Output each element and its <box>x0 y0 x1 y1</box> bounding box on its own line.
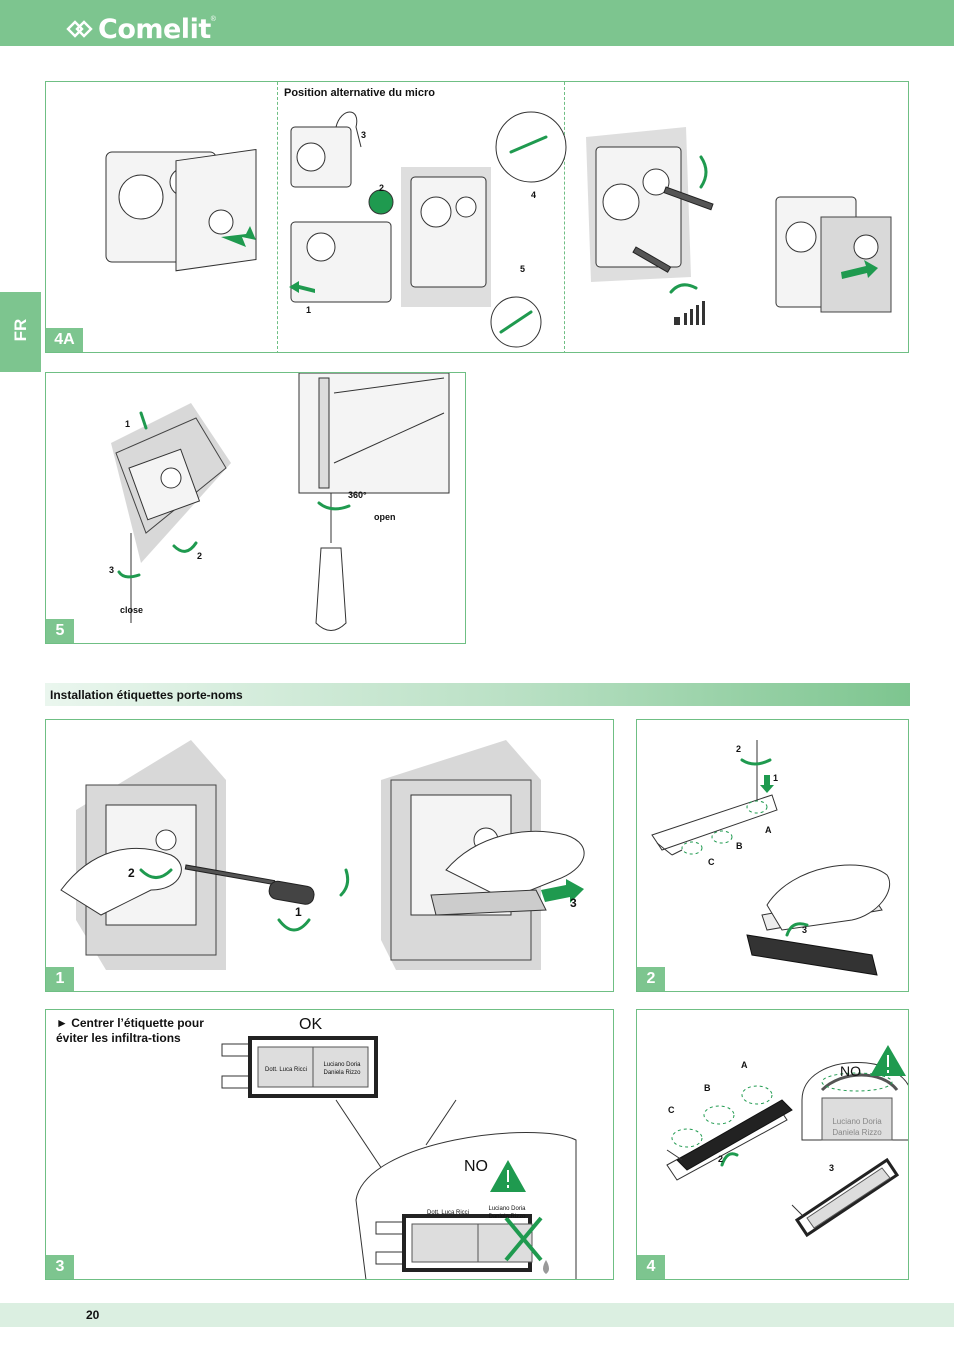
panel-4a: Position alternative du micro 3 2 4 5 1 <box>45 81 909 353</box>
insertion-point-b: B <box>704 1083 711 1093</box>
panel-1: 2 1 3 1 <box>45 719 614 992</box>
registered-mark: ® <box>210 16 216 23</box>
open-label: open <box>374 512 396 522</box>
tilt-step-2: 2 <box>197 551 203 561</box>
frame-tilt-illustration <box>111 403 231 623</box>
label-slide-right-illustration <box>381 740 585 970</box>
language-code: FR <box>11 318 30 342</box>
page-header: Comelit ® <box>0 0 954 46</box>
panel-5-badge: 5 <box>46 619 74 643</box>
micro-step-2: 2 <box>379 183 385 193</box>
close-label: close <box>120 605 144 615</box>
no-label-right-name-1: Luciano Doria <box>488 1206 526 1212</box>
section-title-bar: Installation étiquettes porte-noms <box>45 683 910 706</box>
insertion-step-2: 2 <box>718 1154 724 1164</box>
incorrect-label-zoom-illustration <box>335 1099 577 1279</box>
center-label-instruction: ► Centrer l’étiquette pour éviter les in… <box>56 1016 204 1045</box>
screwdriver-lock-illustration <box>298 373 450 631</box>
page-footer: 20 <box>0 1303 954 1327</box>
divider-2 <box>564 82 565 352</box>
ok-label-right-name-1: Luciano Doria <box>323 1062 361 1068</box>
panel-4: A B C 2 NO Luciano Doria Daniela Rizzo 3… <box>636 1009 909 1280</box>
zoom-name-2: Daniela Rizzo <box>832 1128 882 1137</box>
label-removal-left-illustration <box>60 740 350 970</box>
panel-3: ► Centrer l’étiquette pour éviter les in… <box>45 1009 614 1280</box>
panel-2: 2 1 A B C 3 2 <box>636 719 909 992</box>
brand-name: Comelit <box>98 13 211 45</box>
insertion-no-label: NO <box>840 1063 861 1079</box>
holder-point-b: B <box>736 841 743 851</box>
panel-1-badge: 1 <box>46 967 74 991</box>
section-title: Installation étiquettes porte-noms <box>50 688 243 702</box>
insertion-step-3: 3 <box>829 1163 835 1173</box>
tilt-step-1: 1 <box>125 419 131 429</box>
micro-step-1: 1 <box>306 305 312 315</box>
holder-point-c: C <box>708 857 715 867</box>
holder-step-2: 2 <box>736 744 742 754</box>
removal-step-3: 3 <box>570 896 577 910</box>
ok-label-left-name: Dott. Luca Ricci <box>264 1067 307 1073</box>
holder-step-3: 3 <box>802 925 808 935</box>
panel-4a-title: Position alternative du micro <box>284 87 435 99</box>
ok-label-right-name-2: Daniela Rizzo <box>323 1070 361 1076</box>
micro-step-5: 5 <box>520 264 526 274</box>
logo-mark-icon <box>66 20 93 38</box>
no-label-right-name-2: Daniela Rizzo <box>488 1214 526 1220</box>
removal-step-2: 2 <box>128 866 135 880</box>
device-cover-removal-illustration <box>105 148 257 272</box>
correct-label-illustration <box>221 1036 378 1098</box>
micro-position-illustration <box>289 111 567 348</box>
panel-3-badge: 3 <box>46 1255 74 1279</box>
zoom-name-1: Luciano Doria <box>832 1117 882 1126</box>
holder-point-a: A <box>765 825 772 835</box>
holder-step-1: 1 <box>773 773 779 783</box>
removal-step-1: 1 <box>295 905 302 919</box>
panel-4a-badge: 4A <box>46 328 83 352</box>
angle-label: 360° <box>348 490 367 500</box>
label-insertion-illustration <box>666 1085 793 1181</box>
comelit-logo: Comelit ® <box>66 13 216 45</box>
micro-step-4: 4 <box>531 190 537 200</box>
page-number: 20 <box>86 1308 100 1322</box>
insertion-point-c: C <box>668 1105 675 1115</box>
no-label: NO <box>464 1158 488 1175</box>
panel-4-badge: 4 <box>637 1255 665 1279</box>
panel-2-badge: 2 <box>637 967 665 991</box>
label-holder-screw-illustration <box>651 740 890 976</box>
tilt-step-3: 3 <box>109 565 115 575</box>
panel-5: 1 2 3 close 360° open 5 <box>45 372 466 644</box>
language-tab: FR <box>0 292 41 372</box>
incorrect-insertion-zoom-illustration <box>801 1045 908 1141</box>
volume-adjust-illustration <box>586 127 892 325</box>
micro-step-3: 3 <box>361 130 367 140</box>
no-label-left-name: Dott. Luca Ricci <box>426 1210 469 1216</box>
label-tag-illustration <box>791 1157 900 1238</box>
ok-label: OK <box>299 1016 323 1033</box>
divider-1 <box>277 82 278 352</box>
insertion-point-a: A <box>741 1060 748 1070</box>
